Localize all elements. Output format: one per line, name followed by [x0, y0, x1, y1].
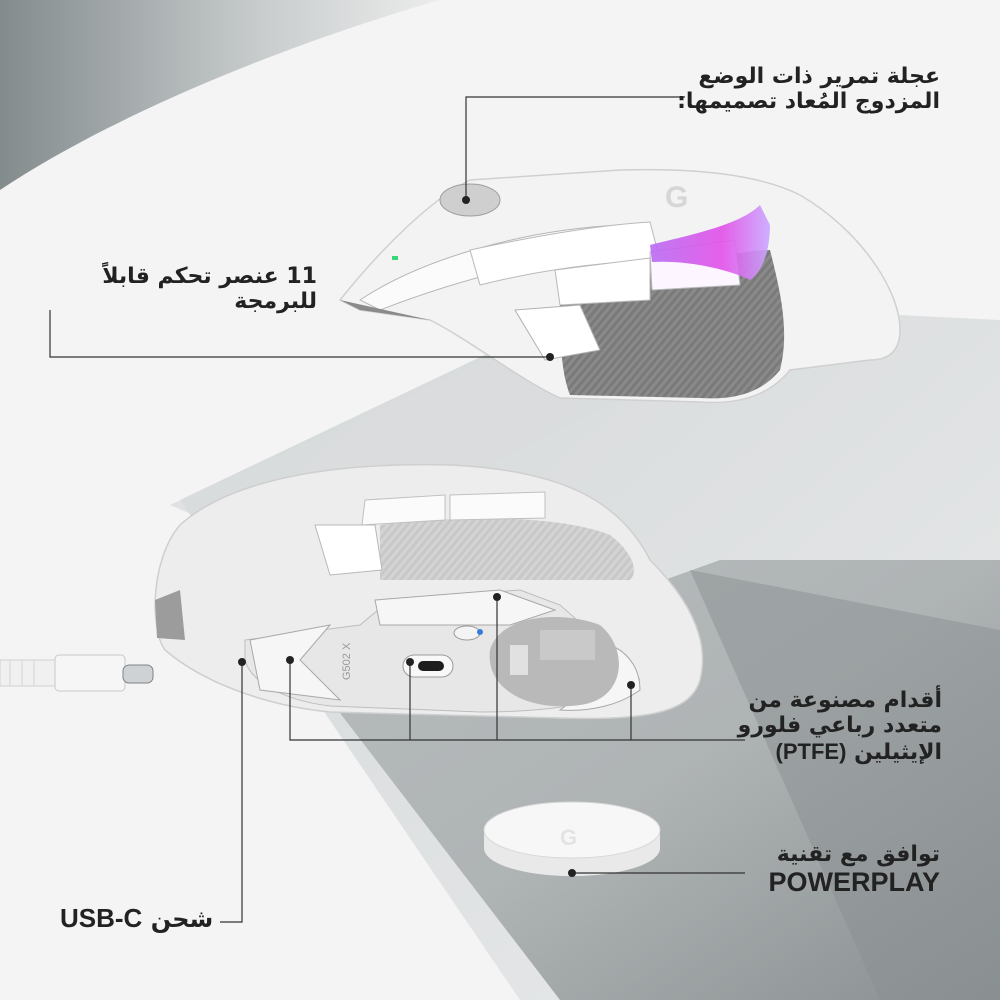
- underside-grip: [380, 518, 634, 580]
- ptfe-line3: الإيثيلين (PTFE): [738, 739, 942, 765]
- usb-c-en: USB-C: [60, 903, 143, 933]
- rgb-light-strip: [650, 205, 770, 280]
- programmable-controls-text: 11 عنصر تحكم قابلاً للبرمجة: [102, 264, 317, 315]
- underside-button-1: [361, 494, 446, 526]
- logo-g-icon: G: [665, 181, 688, 214]
- dot-ptfe-foot-3: [493, 593, 501, 601]
- puck-top: [483, 801, 661, 859]
- sniper-button: [514, 304, 601, 361]
- ptfe-line3-ar: الإيثيلين: [854, 739, 942, 765]
- storage-compartment: [540, 630, 595, 660]
- callout-powerplay: توافق مع تقنية POWERPLAY: [768, 842, 940, 898]
- callout-programmable-controls: 11 عنصر تحكم قابلاً للبرمجة: [22, 264, 317, 315]
- side-button-mid: [554, 257, 651, 306]
- ptfe-line1: أقدام مصنوعة من: [748, 688, 943, 713]
- underside-sniper-button: [314, 524, 383, 576]
- switch-indicator-icon: [477, 629, 483, 635]
- ptfe-foot-top: [374, 589, 557, 626]
- indicator-led-icon: [392, 256, 398, 260]
- callout-scroll-wheel: عجلة تمرير ذات الوضع المزدوج المُعاد تصم…: [677, 64, 940, 115]
- ptfe-line3-en: (PTFE): [775, 738, 847, 764]
- usb-c-ar: شحن: [150, 905, 214, 933]
- callout-usb-c: شحن USB-C: [60, 903, 214, 934]
- dot-powerplay: [568, 869, 576, 877]
- usb-c-plug-icon: [122, 664, 154, 684]
- dot-ptfe-foot-4: [627, 681, 635, 689]
- ptfe-foot-left: [249, 624, 342, 701]
- dot-programmable-controls: [546, 353, 554, 361]
- puck-logo-g-icon: G: [560, 825, 577, 850]
- powerplay-line1: توافق مع تقنية: [776, 842, 940, 867]
- dot-ptfe-foot-2: [406, 658, 414, 666]
- dot-scroll-wheel: [462, 196, 470, 204]
- optical-sensor: [418, 661, 444, 671]
- dot-usb-c: [238, 658, 246, 666]
- label-sticker: [510, 645, 528, 675]
- model-engraving: G502 X: [341, 642, 353, 680]
- powerplay-line2: POWERPLAY: [768, 867, 940, 898]
- underside-button-2: [449, 491, 546, 521]
- scroll-wheel-line1: عجلة تمرير ذات الوضع: [698, 64, 940, 89]
- callout-ptfe-feet: أقدام مصنوعة من متعدد رباعي فلورو الإيثي…: [738, 688, 942, 765]
- scroll-wheel-line2: المزدوج المُعاد تصميمها:: [677, 89, 940, 115]
- ptfe-line2: متعدد رباعي فلورو: [737, 713, 942, 739]
- dot-ptfe-foot-1: [286, 656, 294, 664]
